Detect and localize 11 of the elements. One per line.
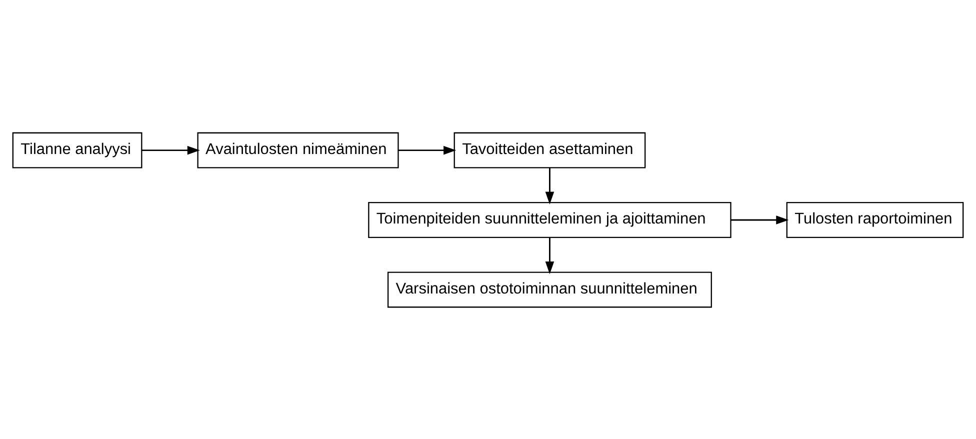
arrow <box>545 167 554 204</box>
arrow <box>142 145 200 154</box>
node-box: Tulosten raportoiminen <box>786 202 964 238</box>
node-box: Avaintulosten nimeäminen <box>197 132 399 168</box>
node-box: Toimenpiteiden suunnitteleminen ja ajoittaminen <box>368 202 732 238</box>
node-box: Tilanne analyysi <box>12 132 142 168</box>
arrow <box>730 215 789 224</box>
node-box: Tavoitteiden asettaminen <box>454 132 646 168</box>
arrow <box>398 145 456 154</box>
node-box: Varsinaisen ostotoiminnan suunnitteleminen <box>387 271 712 308</box>
arrow <box>545 237 554 274</box>
